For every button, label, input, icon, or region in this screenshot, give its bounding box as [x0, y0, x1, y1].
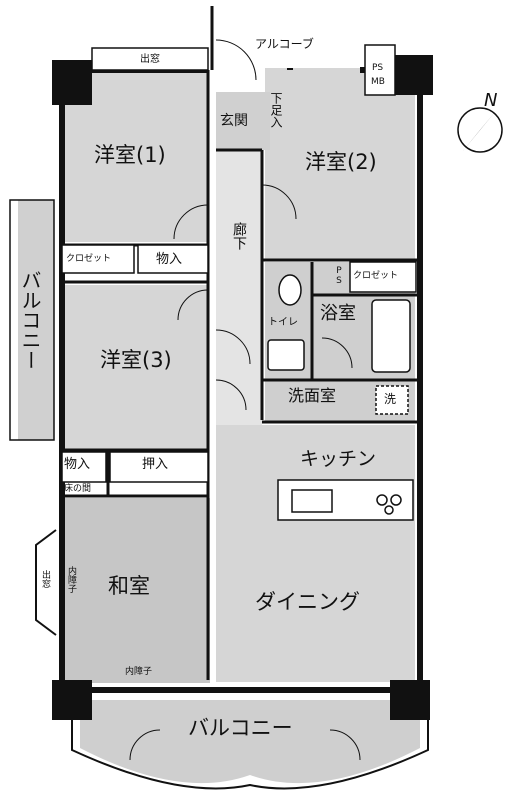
balcony-bottom-rail [71, 700, 429, 790]
stove-burner-2 [390, 494, 402, 506]
door-swing-y1 [173, 204, 209, 240]
label-mb: MB [371, 77, 385, 87]
washbasin [267, 339, 305, 371]
label-rouka: 廊下 [231, 222, 247, 250]
oshiire-box [109, 451, 209, 483]
room-genkan-fill [216, 92, 270, 150]
column-tr [395, 55, 433, 95]
label-genkan: 玄関 [220, 113, 248, 129]
door-swing-y2 [261, 184, 297, 220]
balcony-left-fill [18, 200, 54, 440]
label-demado-side: 出窓 [40, 570, 50, 588]
door-swing-entrance [215, 39, 257, 81]
monoire1-box [137, 244, 209, 274]
label-sen: 洗 [384, 392, 397, 406]
label-closet1: クロゼット [66, 254, 112, 264]
label-ps: PS [372, 63, 384, 73]
toilet-bowl [278, 274, 302, 306]
room-youshitsu2-fill [265, 68, 415, 260]
bay-window-top [91, 47, 209, 71]
room-hallway-fill [216, 150, 262, 460]
label-uchishouji-side: 内障子 [66, 566, 76, 593]
stove-burner-1 [376, 494, 388, 506]
bathtub [371, 299, 411, 373]
label-kitchen: キッチン [300, 448, 377, 470]
label-oshiire: 押入 [142, 457, 169, 472]
stove-burner-3 [384, 505, 394, 515]
door-swing-balcony-2 [329, 729, 361, 761]
label-toilet: トイレ [268, 317, 298, 328]
label-shitaashiire: 下足入 [269, 92, 283, 128]
kitchen-sink [291, 489, 333, 513]
label-alcove: アルコーブ [255, 37, 314, 51]
label-north: N [484, 90, 498, 111]
door-swing-y3 [177, 289, 209, 321]
label-dining: ダイニング [255, 590, 360, 614]
balcony-bottom-fill [80, 700, 420, 784]
monoire2-box [61, 451, 107, 483]
door-swing-bath [321, 337, 353, 369]
room-washitsu-fill [62, 498, 210, 683]
label-youshitsu2: 洋室(2) [305, 150, 377, 174]
label-tokonoma: 床の間 [64, 484, 92, 494]
label-yokushitsu: 浴室 [320, 303, 356, 324]
compass-circle [457, 107, 503, 153]
column-br [390, 680, 430, 720]
label-youshitsu1: 洋室(1) [94, 143, 166, 167]
label-balcony-bottom: バルコニー [188, 716, 293, 740]
compass-needle-icon [462, 112, 495, 152]
label-ps-small: PS [334, 266, 344, 286]
label-monoire2: 物入 [64, 457, 91, 472]
room-ldk-fill [216, 425, 415, 682]
label-balcony-left: バルコニー [18, 270, 42, 370]
door-swing-balcony-1 [129, 729, 161, 761]
balcony-left-rail [9, 199, 55, 441]
psmb-box [364, 44, 396, 96]
closet2-box [349, 261, 417, 293]
door-swing-wash [215, 379, 247, 411]
label-washitsu: 和室 [108, 574, 150, 598]
label-demado-top: 出窓 [140, 54, 160, 65]
label-closet2: クロゼット [353, 271, 399, 281]
label-uchishouji-bottom: 内障子 [125, 667, 153, 677]
label-senmenshitsu: 洗面室 [288, 386, 337, 405]
label-youshitsu3: 洋室(3) [100, 348, 172, 372]
bay-window-side [35, 529, 57, 636]
column-tl [52, 60, 92, 105]
door-swing-hall [215, 329, 251, 365]
closet1-box [61, 244, 135, 274]
label-monoire1: 物入 [156, 252, 183, 267]
washer-box [375, 385, 409, 415]
room-youshitsu3-fill [62, 285, 208, 450]
